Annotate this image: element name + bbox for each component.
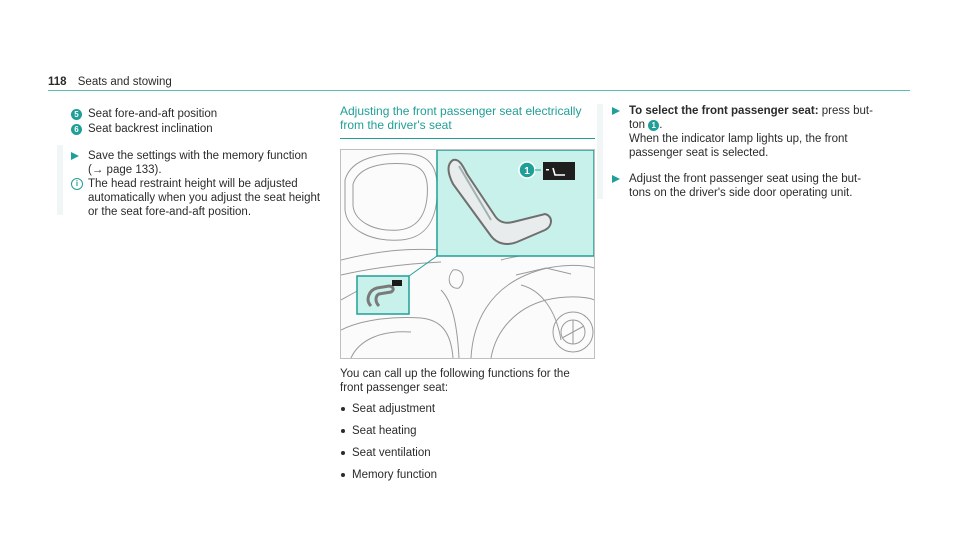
column-middle: Adjusting the front passenger seat elect… — [340, 104, 595, 486]
info-note: i The head restraint height will be adju… — [71, 177, 321, 219]
step-text: When the indicator lamp lights up, the f… — [629, 133, 848, 145]
legend-item: 5 Seat fore-and-aft position — [71, 107, 321, 122]
note-line: or the seat fore-and-aft position. — [88, 206, 252, 218]
ref-link-text[interactable]: page 133). — [106, 164, 162, 176]
intro-line: front passenger seat: — [340, 382, 449, 394]
triangle-step-icon — [71, 152, 79, 160]
step-bold-text: To select the front passenger seat: — [629, 105, 819, 117]
column-right: To select the front passenger seat: pres… — [612, 104, 882, 200]
triangle-step-icon — [612, 107, 620, 115]
step-text: press but- — [818, 105, 873, 117]
seat-button-icon — [543, 162, 575, 180]
step-text: passenger seat is selected. — [629, 147, 769, 159]
section-title: Seats and stowing — [77, 76, 172, 88]
callout-number: 1 — [524, 166, 530, 177]
list-item: Seat heating — [340, 420, 595, 442]
legend-item: 6 Seat backrest inclination — [71, 122, 321, 137]
header-rule — [48, 90, 910, 91]
ref-paren: ( — [88, 164, 92, 176]
info-icon: i — [71, 178, 83, 190]
list-item: Seat ventilation — [340, 442, 595, 464]
margin-stripe — [57, 145, 63, 215]
arrow-ref-icon: → — [91, 164, 104, 176]
intro-line: You can call up the following functions … — [340, 368, 570, 380]
list-item: Memory function — [340, 464, 595, 486]
list-item: Seat adjustment — [340, 398, 595, 420]
step-text: Save the settings with the memory functi… — [88, 150, 308, 162]
function-list: Seat adjustment Seat heating Seat ventil… — [340, 398, 595, 486]
page-reference[interactable]: (→ page 133). — [88, 163, 321, 177]
instruction-step: Save the settings with the memory functi… — [71, 149, 321, 177]
heading-line: from the driver's seat — [340, 118, 452, 132]
legend-number-badge: 6 — [71, 124, 82, 135]
legend-text: Seat backrest inclination — [88, 123, 213, 135]
instruction-step: To select the front passenger seat: pres… — [612, 104, 882, 160]
note-line: automatically when you adjust the seat h… — [88, 192, 321, 204]
triangle-step-icon — [612, 175, 620, 183]
step-text: Adjust the front passenger seat using th… — [629, 173, 862, 185]
margin-stripe — [597, 104, 603, 199]
legend-text: Seat fore-and-aft position — [88, 108, 218, 120]
section-heading: Adjusting the front passenger seat elect… — [340, 104, 595, 139]
inline-number-badge: 1 — [648, 120, 660, 131]
heading-line: Adjusting the front passenger seat elect… — [340, 104, 582, 118]
door-control-illustration: 1 — [340, 149, 595, 359]
step-text: ton — [629, 119, 645, 131]
column-left: 5 Seat fore-and-aft position 6 Seat backre… — [71, 107, 321, 219]
running-header: 118 Seats and stowing — [48, 75, 172, 89]
step-text: . — [659, 119, 663, 131]
page-number: 118 — [48, 76, 67, 88]
illustration-svg: 1 — [341, 150, 594, 358]
intro-text: You can call up the following functions … — [340, 367, 595, 395]
note-line: The head restraint height will be adjust… — [88, 178, 298, 190]
instruction-step: Adjust the front passenger seat using th… — [612, 172, 882, 200]
step-text: tons on the driver's side door operating… — [629, 187, 853, 199]
legend-number-badge: 5 — [71, 109, 82, 120]
